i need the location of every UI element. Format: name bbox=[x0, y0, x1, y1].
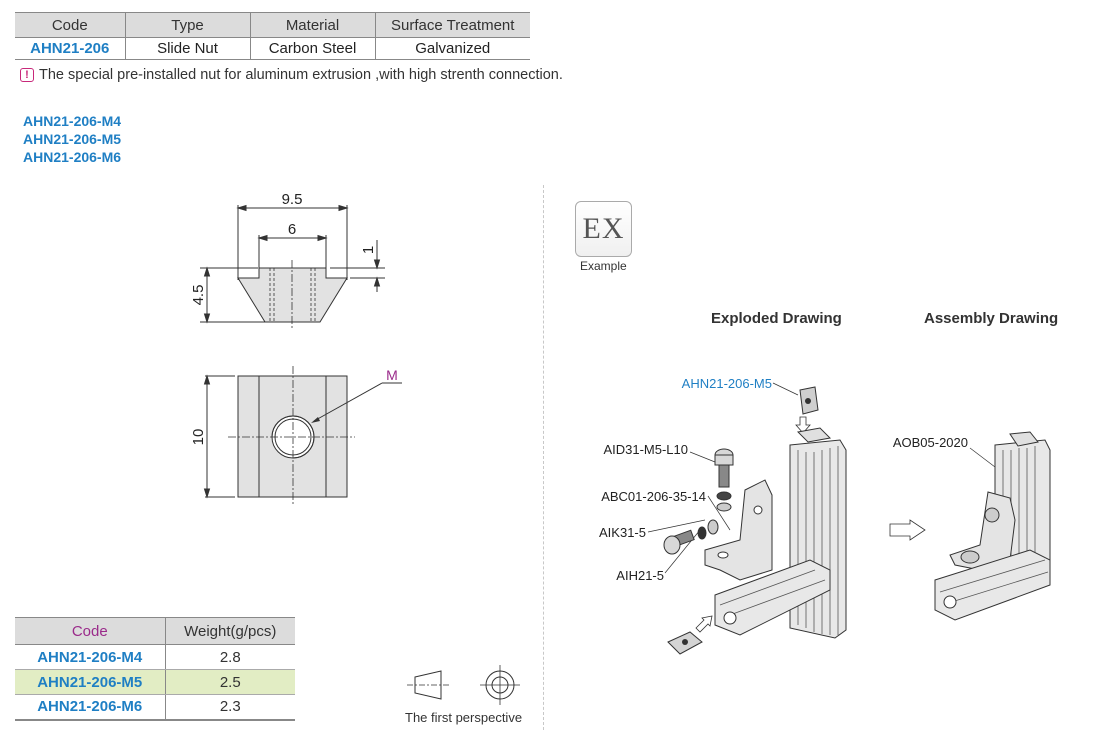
weight-header-code: Code bbox=[15, 617, 165, 645]
spec-table-header: Code Type Material Surface Treatment bbox=[15, 12, 530, 38]
dim-slot-label: 6 bbox=[288, 221, 296, 238]
spring-washer-part bbox=[697, 526, 707, 540]
screw-part bbox=[714, 448, 734, 512]
spec-header-material: Material bbox=[249, 12, 375, 38]
weight-table: Code Weight(g/pcs) AHN21-206-M4 2.8 AHN2… bbox=[15, 617, 295, 721]
arrow-right-icon bbox=[889, 519, 926, 541]
callout-spring-washer: AIH21-5 bbox=[616, 568, 664, 583]
first-angle-projection-icon bbox=[407, 665, 520, 705]
thread-label: M bbox=[386, 367, 398, 383]
variant-item: AHN21-206-M6 bbox=[23, 149, 122, 165]
assembled-profile-horizontal bbox=[934, 549, 1051, 621]
spec-code: AHN21-206 bbox=[15, 37, 125, 60]
assembly-drawing: AOB05-2020 bbox=[889, 431, 1051, 621]
callout-screw: AID31-M5-L10 bbox=[603, 442, 688, 457]
weight-value: 2.3 bbox=[164, 694, 295, 721]
dim-length-label: 10 bbox=[190, 429, 207, 446]
variant-item: AHN21-206-M5 bbox=[23, 131, 122, 147]
horizontal-profile-part bbox=[714, 559, 831, 636]
arrow-diagonal-icon bbox=[695, 615, 713, 633]
dim-width-label: 9.5 bbox=[282, 191, 303, 208]
slide-nut-part bbox=[799, 386, 819, 415]
callout-nut: AHN21-206-M5 bbox=[682, 376, 772, 391]
weight-code: AHN21-206-M4 bbox=[15, 644, 165, 670]
weight-header-weight: Weight(g/pcs) bbox=[164, 617, 295, 645]
variant-list: AHN21-206-M4 AHN21-206-M5 AHN21-206-M6 bbox=[23, 112, 121, 166]
exploded-drawing: AHN21-206-M5 AID31-M5-L10 ABC01-206-35-1… bbox=[599, 376, 847, 655]
table-row-highlighted: AHN21-206-M5 2.5 bbox=[15, 669, 295, 695]
section-divider bbox=[543, 185, 544, 730]
variant-item: AHN21-206-M4 bbox=[23, 113, 122, 129]
spec-header-surface: Surface Treatment bbox=[374, 12, 530, 38]
example-badge-text: EX bbox=[582, 212, 625, 245]
angle-bracket-part bbox=[704, 479, 773, 581]
weight-code: AHN21-206-M6 bbox=[15, 694, 165, 721]
spec-header-code: Code bbox=[15, 12, 125, 38]
note-text: The special pre-installed nut for alumin… bbox=[39, 67, 563, 83]
weight-table-header: Code Weight(g/pcs) bbox=[15, 617, 295, 645]
spec-material: Carbon Steel bbox=[249, 37, 375, 60]
spec-surface: Galvanized bbox=[374, 37, 530, 60]
exploded-drawing-title: Exploded Drawing bbox=[711, 310, 842, 327]
callout-profile: AOB05-2020 bbox=[893, 435, 968, 450]
dim-height-label: 4.5 bbox=[190, 285, 207, 306]
table-row: AHN21-206-M6 2.3 bbox=[15, 694, 295, 721]
washer-part bbox=[707, 519, 719, 535]
spec-type: Slide Nut bbox=[124, 37, 250, 60]
callout-bracket: ABC01-206-35-14 bbox=[601, 489, 706, 504]
weight-code: AHN21-206-M5 bbox=[15, 669, 165, 695]
arrow-down-icon bbox=[795, 416, 811, 434]
assembled-bracket bbox=[949, 491, 1016, 571]
spec-header-type: Type bbox=[124, 12, 250, 38]
assembly-drawing-title: Assembly Drawing bbox=[924, 310, 1059, 327]
weight-value: 2.5 bbox=[164, 669, 295, 695]
exclamation-icon: ! bbox=[20, 68, 34, 82]
product-note: ! The special pre-installed nut for alum… bbox=[20, 67, 563, 83]
slide-nut-bottom-part bbox=[667, 631, 703, 655]
example-badge-icon: EX bbox=[575, 201, 632, 257]
nut-side-profile bbox=[237, 267, 348, 323]
weight-value: 2.8 bbox=[164, 644, 295, 670]
example-label: Example bbox=[580, 259, 627, 273]
spec-table-row: AHN21-206 Slide Nut Carbon Steel Galvani… bbox=[15, 37, 530, 60]
table-row: AHN21-206-M4 2.8 bbox=[15, 644, 295, 670]
dim-lip-label: 1 bbox=[360, 246, 377, 254]
top-view-drawing: M 10 bbox=[190, 366, 402, 505]
callout-washer: AIK31-5 bbox=[599, 525, 646, 540]
side-view-drawing: 9.5 6 1 4.5 bbox=[190, 191, 385, 330]
vertical-profile-part bbox=[789, 427, 847, 639]
spec-table: Code Type Material Surface Treatment AHN… bbox=[15, 12, 530, 60]
perspective-label: The first perspective bbox=[405, 710, 523, 725]
horizontal-screw-part bbox=[663, 529, 695, 555]
